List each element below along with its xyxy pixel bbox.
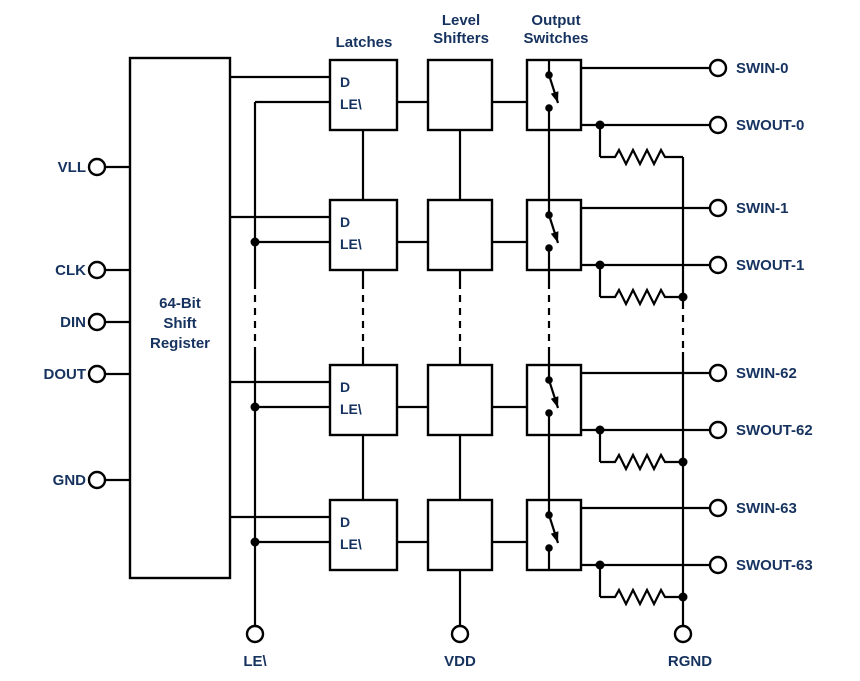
pin-clk-label: CLK <box>55 262 86 279</box>
pin-vll <box>87 157 107 177</box>
termination-resistor <box>600 147 683 167</box>
bottom-pins: LE\ VDD RGND <box>243 624 712 670</box>
termination-resistor <box>600 452 683 472</box>
pin-dout <box>87 364 107 384</box>
left-pins: VLL CLK DIN DOUT GND <box>44 157 130 490</box>
swin-label: SWIN-0 <box>736 60 789 77</box>
swout-terminal <box>708 115 728 135</box>
swout-label: SWOUT-1 <box>736 257 804 274</box>
level-shifter-block <box>426 363 494 437</box>
junction-dots <box>250 237 688 602</box>
switch-arrow-icon <box>550 231 559 243</box>
latch-d-label: D <box>340 214 350 230</box>
pin-din <box>87 312 107 332</box>
switch-arrow-icon <box>550 531 559 543</box>
swin-terminal <box>708 498 728 518</box>
swout-label: SWOUT-63 <box>736 557 813 574</box>
latch-d-label: D <box>340 514 350 530</box>
pin-rgnd <box>673 624 693 644</box>
latch-block <box>328 198 399 272</box>
pin-dout-label: DOUT <box>44 366 87 383</box>
latch-le-label: LE\ <box>340 236 362 252</box>
swin-label: SWIN-62 <box>736 365 797 382</box>
pin-vdd-label: VDD <box>444 653 476 670</box>
header-output-switches-line1: Output <box>531 12 580 29</box>
swin-label: SWIN-1 <box>736 200 789 217</box>
swout-terminal <box>708 255 728 275</box>
register-label-line3: Register <box>150 335 210 352</box>
channel-row-0: D LE\ SWIN-0 SWOUT-0 <box>230 58 804 167</box>
swout-label: SWOUT-0 <box>736 117 804 134</box>
pin-gnd <box>87 470 107 490</box>
header-output-switches-line2: Switches <box>523 30 588 47</box>
level-shifter-block <box>426 58 494 132</box>
level-shifter-block <box>426 198 494 272</box>
swout-terminal <box>708 555 728 575</box>
swout-terminal <box>708 420 728 440</box>
channel-row-63: D LE\ SWIN-63 SWOUT-63 <box>230 498 813 607</box>
register-label-line2: Shift <box>163 315 196 332</box>
swin-terminal <box>708 58 728 78</box>
latch-le-label: LE\ <box>340 96 362 112</box>
pin-clk <box>87 260 107 280</box>
latch-d-label: D <box>340 74 350 90</box>
latch-block <box>328 498 399 572</box>
swin-terminal <box>708 363 728 383</box>
pin-din-label: DIN <box>60 314 86 331</box>
termination-resistor <box>600 587 683 607</box>
pin-le-label: LE\ <box>243 653 267 670</box>
termination-resistor <box>600 287 683 307</box>
pin-le <box>245 624 265 644</box>
channel-row-62: D LE\ SWIN-62 SWOUT-62 <box>230 363 813 472</box>
register-label-line1: 64-Bit <box>159 295 201 312</box>
switch-arrow-icon <box>550 91 559 103</box>
pin-vdd <box>450 624 470 644</box>
latch-block <box>328 58 399 132</box>
switch-arrow-icon <box>550 396 559 408</box>
header-latches: Latches <box>336 34 393 51</box>
level-shifter-block <box>426 498 494 572</box>
latch-block <box>328 363 399 437</box>
latch-d-label: D <box>340 379 350 395</box>
pin-vll-label: VLL <box>58 159 86 176</box>
latch-le-label: LE\ <box>340 401 362 417</box>
pin-rgnd-label: RGND <box>668 653 712 670</box>
header-level-shifters-line2: Shifters <box>433 30 489 47</box>
header-level-shifters-line1: Level <box>442 12 480 29</box>
pin-gnd-label: GND <box>53 472 87 489</box>
latch-le-label: LE\ <box>340 536 362 552</box>
swin-label: SWIN-63 <box>736 500 797 517</box>
swout-label: SWOUT-62 <box>736 422 813 439</box>
channel-row-1: D LE\ SWIN-1 SWOUT-1 <box>230 198 804 307</box>
shift-register-block <box>128 56 232 580</box>
swin-terminal <box>708 198 728 218</box>
